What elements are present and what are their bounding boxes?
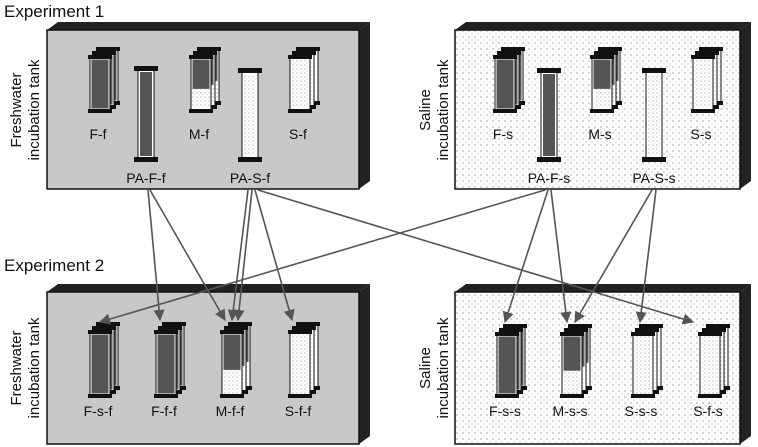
label-s-f: S-f <box>289 126 307 142</box>
label-f-s-f: F-s-f <box>84 403 113 419</box>
cores-layer <box>88 47 730 398</box>
label-s-s: S-s <box>691 126 712 142</box>
arrow-pasf-to-sfs <box>257 189 695 325</box>
core-m-f-f <box>220 322 252 398</box>
label-m-f-f: M-f-f <box>216 403 245 419</box>
label-f-s-s: F-s-s <box>489 403 521 419</box>
core-f-s <box>493 47 525 113</box>
core-pa-f-f <box>134 66 158 162</box>
core-pa-s-s <box>642 68 666 162</box>
label-f-s: F-s <box>493 126 513 142</box>
arrow-pasf-to-sff <box>254 189 295 322</box>
exp2-saline-label-line2: incubation tank <box>435 317 452 418</box>
core-s-f-f <box>288 322 320 398</box>
core-f-f <box>88 47 120 113</box>
core-pa-s-f <box>238 68 262 162</box>
experiment1-heading: Experiment 1 <box>4 2 105 21</box>
exp2-freshwater-label-line1: Freshwater <box>8 330 25 405</box>
arrow-pafs-to-fsf <box>98 189 546 325</box>
core-s-s <box>691 47 723 113</box>
core-f-s-s <box>495 324 527 398</box>
core-m-s <box>590 47 622 113</box>
exp1-saline-label-line2: incubation tank <box>435 59 452 160</box>
exp2-freshwater-label-line2: incubation tank <box>26 317 43 418</box>
exp1-saline-label-line1: Saline <box>417 89 434 131</box>
arrow-pasf-to-mff-b <box>233 189 253 322</box>
exp2-saline-label-line1: Saline <box>417 347 434 389</box>
experiment2-heading: Experiment 2 <box>4 256 105 275</box>
transfer-arrows <box>98 189 695 325</box>
exp1-freshwater-label-line2: incubation tank <box>26 59 43 160</box>
arrow-pass-to-mss <box>574 189 653 323</box>
label-pa-f-f: PA-F-f <box>126 170 166 186</box>
arrow-pafs-to-fss <box>502 189 549 324</box>
exp1-freshwater-label-line1: Freshwater <box>8 72 25 147</box>
arrow-pasf-to-mff-a <box>227 189 249 322</box>
core-f-s-f <box>88 322 120 398</box>
label-f-f: F-f <box>89 126 106 142</box>
core-s-s-s <box>631 324 663 398</box>
core-f-f-f <box>154 322 186 398</box>
core-pa-f-s <box>537 68 561 162</box>
arrow-paff-to-mff <box>149 189 226 321</box>
label-pa-s-f: PA-S-f <box>230 170 270 186</box>
label-m-f: M-f <box>189 126 209 142</box>
label-s-f-f: S-f-f <box>285 403 312 419</box>
label-pa-s-s: PA-S-s <box>632 170 675 186</box>
arrow-pafs-to-mss <box>550 189 572 324</box>
label-m-s-s: M-s-s <box>553 403 588 419</box>
arrow-pass-to-sss <box>635 189 657 324</box>
core-m-s-s <box>560 324 592 398</box>
core-m-f <box>189 47 221 113</box>
label-f-f-f: F-f-f <box>151 403 177 419</box>
core-s-f <box>288 47 320 113</box>
core-s-f-s <box>698 324 730 398</box>
label-pa-f-s: PA-F-s <box>528 170 571 186</box>
arrow-paff-to-fff <box>147 189 165 322</box>
label-s-s-s: S-s-s <box>625 403 658 419</box>
label-s-f-s: S-f-s <box>693 403 723 419</box>
label-m-s: M-s <box>588 126 611 142</box>
